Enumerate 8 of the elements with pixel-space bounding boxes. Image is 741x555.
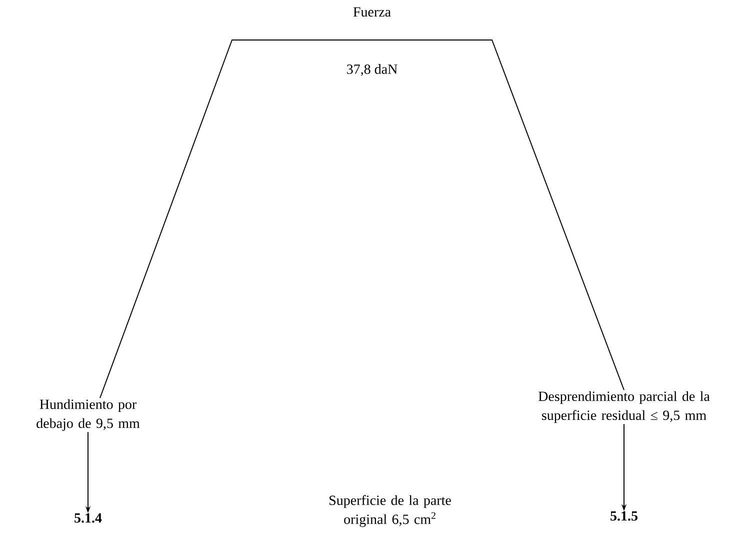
area-note: Superficie de la parte original 6,5 cm$^{2}$ [330,495,451,527]
section-number: 5.1.4 [74,513,102,523]
force-value: 37,8 daN [347,64,398,76]
axis-label: Fuerza [353,7,391,17]
outcome-text: Desprendimiento parcial de la superficie residual ≤ 9,5 mm [538,391,710,423]
force-curve [100,40,624,398]
section-number: 5.1.5 [610,511,638,521]
outcome-text: Hundimiento por debajo de 9,5 mm [36,399,140,431]
